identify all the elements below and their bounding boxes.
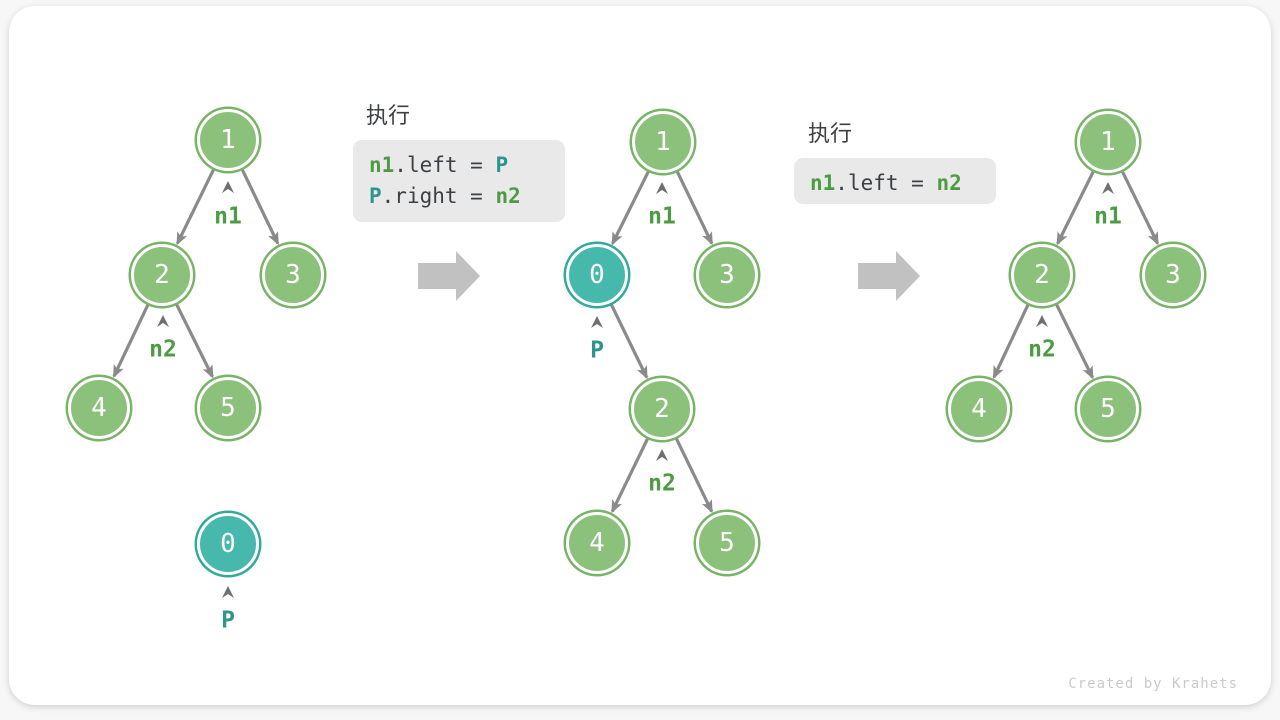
diagram-card	[9, 6, 1271, 705]
watermark-credit: Created by Krahets	[1068, 676, 1238, 692]
